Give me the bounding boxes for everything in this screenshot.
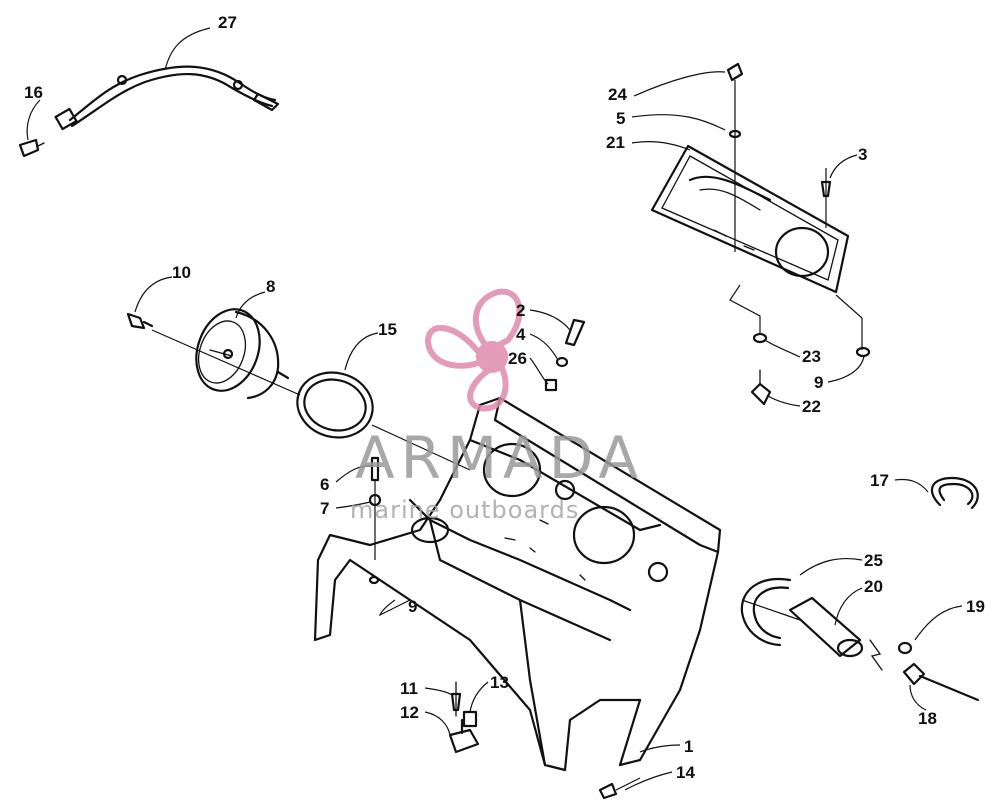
label-1: 1	[684, 737, 693, 756]
watermark-subtitle: marine outboards	[350, 496, 579, 524]
screw-3	[820, 168, 832, 228]
label-3: 3	[858, 145, 867, 164]
label-11: 11	[400, 679, 418, 698]
label-9-lower: 9	[408, 597, 417, 616]
leader-lines	[26, 27, 963, 791]
clip-13	[462, 710, 478, 728]
label-14: 14	[676, 763, 695, 782]
screw-14	[598, 777, 641, 800]
label-9-upper: 9	[814, 373, 823, 392]
switch-20	[741, 596, 864, 658]
plug-16	[18, 138, 45, 158]
part-labels: 27 16 10 8 15 2 4 26 24 5 21 3 23 9 22 6…	[24, 13, 985, 782]
label-19: 19	[966, 597, 985, 616]
bezel-ring-15	[296, 371, 374, 439]
label-17: 17	[870, 471, 889, 490]
screw-2	[564, 318, 586, 347]
label-27: 27	[218, 13, 237, 32]
bulb-socket-10	[126, 312, 154, 330]
label-20: 20	[864, 577, 883, 596]
label-5: 5	[616, 109, 625, 128]
nut-7	[368, 480, 382, 560]
label-25: 25	[864, 551, 883, 570]
label-13: 13	[490, 673, 509, 692]
label-10: 10	[172, 263, 191, 282]
label-2: 2	[516, 301, 525, 320]
label-22: 22	[802, 397, 821, 416]
nut-19	[897, 641, 913, 655]
nut-22	[750, 369, 772, 406]
washer-4	[555, 356, 569, 368]
clip-ring-17	[930, 476, 979, 510]
armada-watermark: ARMADA marine outboards	[350, 288, 644, 524]
label-26: 26	[508, 349, 527, 368]
nut-26	[544, 378, 558, 392]
label-24: 24	[608, 85, 627, 104]
snap-ring-25	[740, 577, 792, 647]
label-12: 12	[400, 703, 419, 722]
label-4: 4	[516, 325, 526, 344]
washer-23	[729, 284, 768, 344]
screw-6	[370, 456, 380, 482]
fastener-24	[726, 62, 744, 252]
console-housing-1	[313, 396, 722, 772]
label-7: 7	[320, 499, 329, 518]
label-23: 23	[802, 347, 821, 366]
label-6: 6	[320, 475, 329, 494]
label-15: 15	[378, 320, 397, 339]
washer-9-upper	[835, 294, 871, 358]
wire-harness-27	[54, 65, 280, 131]
propeller-logo	[424, 288, 523, 412]
label-16: 16	[24, 83, 43, 102]
label-18: 18	[918, 709, 937, 728]
screw-11	[450, 681, 462, 717]
label-8: 8	[266, 277, 275, 296]
washer-9-lower	[368, 575, 380, 585]
rod-18	[869, 639, 980, 702]
bracket-12	[448, 718, 480, 754]
label-21: 21	[606, 133, 625, 152]
watermark-title: ARMADA	[355, 424, 644, 492]
gauge-8	[195, 308, 290, 400]
nameplate-21	[650, 144, 850, 294]
